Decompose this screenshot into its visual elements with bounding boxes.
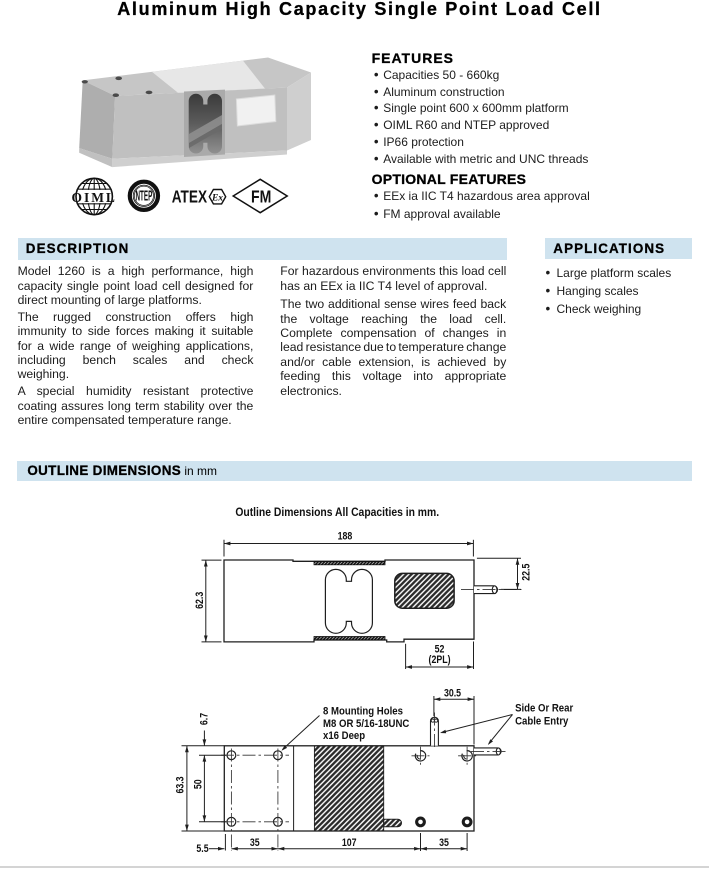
svg-text:188: 188	[338, 531, 353, 543]
svg-text:ATEX: ATEX	[172, 188, 208, 207]
svg-text:(2PL): (2PL)	[429, 654, 451, 666]
svg-text:x16 Deep: x16 Deep	[323, 730, 365, 742]
svg-text:Side Or Rear: Side Or Rear	[515, 703, 573, 715]
svg-text:FM: FM	[251, 188, 271, 207]
svg-text:Outline Dimensions All Capacit: Outline Dimensions All Capacities in mm.	[235, 506, 439, 519]
svg-text:M8 OR 5/16-18UNC: M8 OR 5/16-18UNC	[323, 718, 410, 730]
svg-text:63.3: 63.3	[175, 776, 187, 794]
svg-text:22.5: 22.5	[520, 563, 532, 581]
svg-text:NTEP: NTEP	[136, 189, 153, 205]
svg-text:107: 107	[342, 837, 357, 849]
svg-text:Ex: Ex	[211, 193, 223, 203]
svg-text:50: 50	[193, 779, 205, 789]
svg-text:35: 35	[439, 837, 449, 849]
svg-text:Cable Entry: Cable Entry	[515, 716, 568, 728]
svg-text:52: 52	[435, 644, 445, 656]
svg-text:30.5: 30.5	[444, 688, 462, 700]
svg-text:OIML: OIML	[71, 190, 117, 205]
svg-text:6.7: 6.7	[198, 712, 210, 725]
svg-text:62.3: 62.3	[194, 591, 206, 609]
svg-text:8 Mounting Holes: 8 Mounting Holes	[323, 706, 403, 718]
svg-text:5.5: 5.5	[196, 843, 209, 855]
svg-text:35: 35	[250, 837, 260, 849]
